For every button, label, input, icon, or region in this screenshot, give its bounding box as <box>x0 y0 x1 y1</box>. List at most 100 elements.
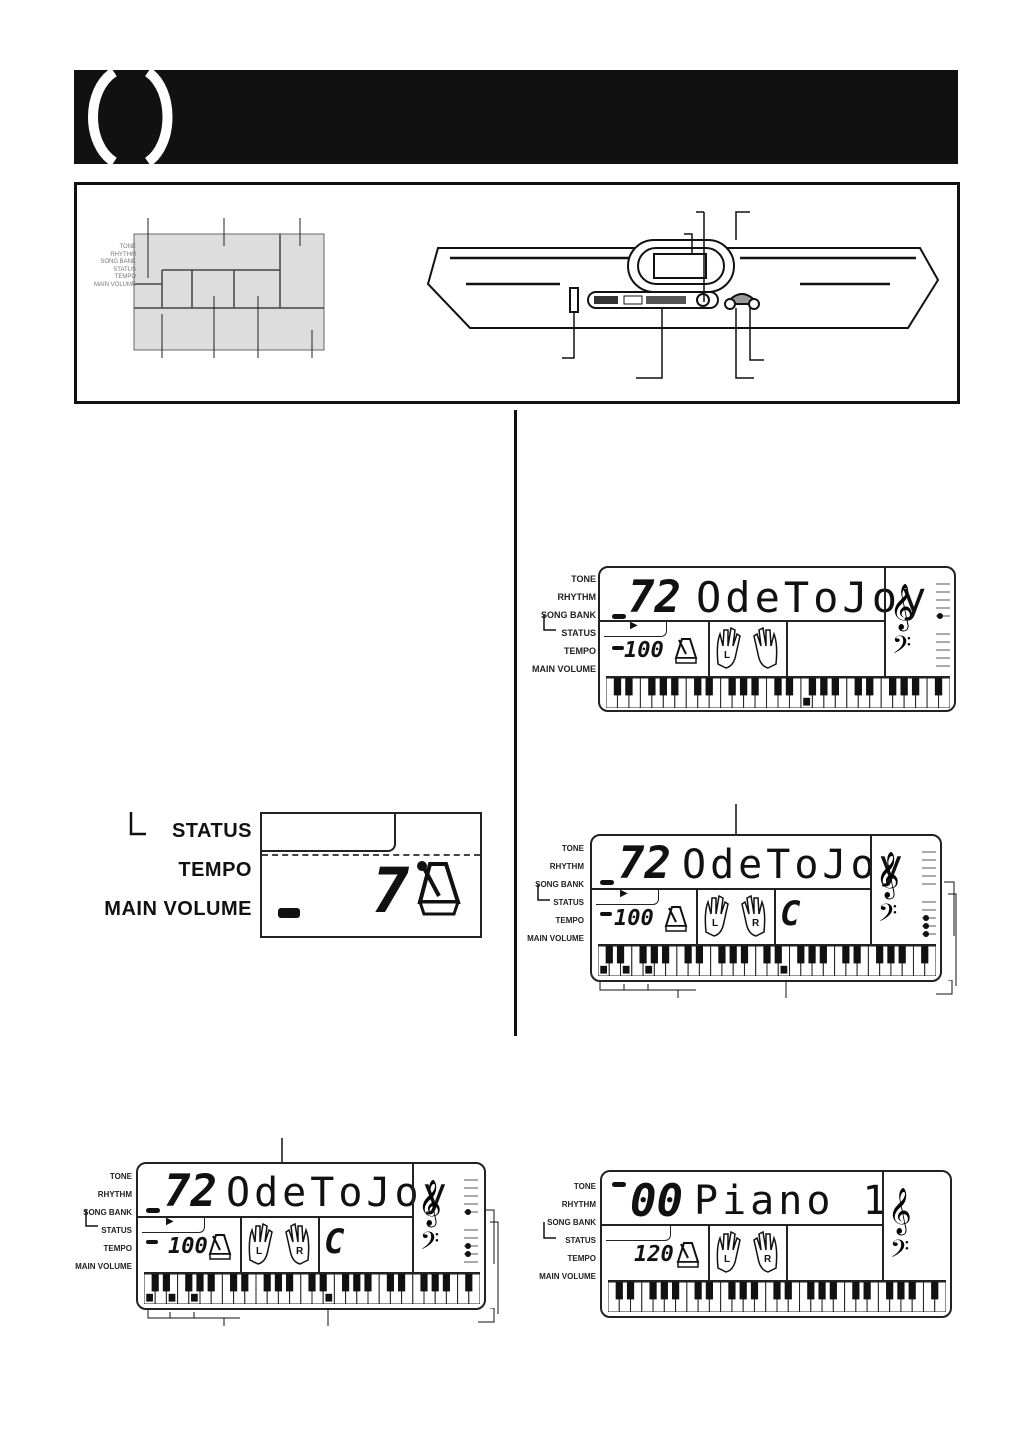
black-key <box>659 678 668 696</box>
display-2-labels: TONE RHYTHM SONG BANK STATUS TEMPO MAIN … <box>516 840 584 948</box>
diagram-label-main-volume: MAIN VOLUME <box>93 281 136 288</box>
row-divider <box>602 1224 882 1226</box>
black-key <box>866 678 874 696</box>
display-2-label-tone: TONE <box>561 844 584 853</box>
right-hand-label: R <box>752 918 760 929</box>
display-3-label-tempo: TEMPO <box>103 1244 132 1253</box>
black-key <box>185 1274 193 1292</box>
svg-text:𝄞: 𝄞 <box>890 584 914 632</box>
display-4-label-song-bank: SONG BANK <box>547 1218 596 1227</box>
song-number: 72 <box>628 572 681 623</box>
key-indicator <box>191 1293 198 1302</box>
black-key <box>900 678 908 696</box>
black-key <box>342 1274 350 1292</box>
diagram-label-status: STATUS <box>113 266 136 273</box>
song-number: 72 <box>164 1166 217 1217</box>
key-indicator <box>168 1293 176 1302</box>
black-key <box>605 946 613 964</box>
svg-text:𝄢: 𝄢 <box>892 631 911 666</box>
lcd-display-4: 00 Piano 1 120 L R 𝄞 𝄢 <box>600 1170 952 1318</box>
black-key <box>274 1274 282 1292</box>
minus-segment <box>612 614 626 619</box>
status-field <box>596 890 659 905</box>
display-4-status-bracket-icon <box>543 1222 556 1239</box>
status-field <box>604 622 667 637</box>
display-4-label-rhythm: RHYTHM <box>561 1200 596 1209</box>
svg-text:𝄞: 𝄞 <box>888 1188 912 1236</box>
diagram-label-rhythm: RHYTHM <box>110 251 136 258</box>
display-3-status-bracket-icon <box>85 1210 98 1227</box>
black-key <box>876 946 884 964</box>
black-key <box>934 678 943 696</box>
black-key <box>263 1274 271 1292</box>
display-2-label-main-volume: MAIN VOLUME <box>527 934 584 943</box>
key-indicator <box>146 1293 153 1302</box>
hands-icon <box>716 1230 778 1273</box>
status-detail-tempo-label: TEMPO <box>178 859 252 881</box>
lcd-diagram-labels: TONE RHYTHM SONG BANK STATUS TEMPO MAIN … <box>84 244 136 289</box>
hand-divider <box>708 620 710 676</box>
minus-segment <box>146 1208 160 1213</box>
svg-text:𝄢: 𝄢 <box>890 1235 909 1270</box>
black-key <box>207 1274 215 1292</box>
status-field <box>606 1226 671 1241</box>
staff-divider <box>882 1172 884 1280</box>
key-indicator <box>600 965 608 974</box>
black-key <box>888 678 897 696</box>
status-bracket-icon <box>129 812 146 836</box>
display-2-callout-lines <box>599 980 953 998</box>
display-4-label-tempo: TEMPO <box>567 1254 596 1263</box>
display-2-label-rhythm: RHYTHM <box>549 862 584 871</box>
key-indicator <box>325 1293 333 1302</box>
song-name: OdeToJoy <box>682 842 907 888</box>
tempo-minus-segment <box>612 646 624 650</box>
hand-divider <box>240 1216 242 1272</box>
status-detail-volume-label: MAIN VOLUME <box>104 898 252 920</box>
black-key <box>785 678 794 696</box>
display-1-labels: TONE RHYTHM SONG BANK STATUS TEMPO MAIN … <box>520 570 596 678</box>
black-key <box>398 1274 406 1292</box>
key-indicator <box>645 965 653 974</box>
black-key <box>797 946 805 964</box>
black-key <box>694 678 702 696</box>
black-key <box>818 1282 826 1300</box>
chord-divider <box>786 620 788 676</box>
hands-icon <box>704 894 766 937</box>
right-hand-label: R <box>296 1246 304 1257</box>
black-key <box>660 1282 668 1300</box>
plus-minus-segment <box>612 1182 626 1187</box>
metronome-icon <box>664 906 688 932</box>
black-key <box>151 1274 159 1292</box>
metronome-icon <box>676 1242 700 1268</box>
black-key <box>854 678 862 696</box>
black-key <box>241 1274 249 1292</box>
black-key <box>705 678 713 696</box>
black-key <box>626 1282 635 1300</box>
tempo-value: 100 <box>624 638 664 663</box>
header-bar <box>74 70 958 164</box>
black-key <box>728 1282 736 1300</box>
black-key <box>750 1282 759 1300</box>
black-key <box>465 1274 473 1292</box>
music-staff-icon: 𝄞 𝄢 <box>890 583 950 667</box>
lcd-display-3: 72 OdeToJoy ▶ 100 L R C 𝄞 𝄢 <box>136 1162 486 1310</box>
black-key <box>729 946 737 964</box>
play-icon: ▶ <box>630 620 638 631</box>
chord-name: C <box>780 894 801 934</box>
black-key <box>740 946 749 964</box>
black-key <box>739 678 748 696</box>
black-key <box>751 678 759 696</box>
black-key <box>420 1274 428 1292</box>
black-key <box>763 946 771 964</box>
overview-panel <box>74 182 960 404</box>
row-divider <box>138 1216 412 1218</box>
black-key <box>648 678 656 696</box>
keyboard-display <box>608 1280 946 1314</box>
black-key <box>773 1282 781 1300</box>
black-key <box>921 946 929 964</box>
song-number: 72 <box>618 838 671 889</box>
black-key <box>853 946 861 964</box>
chord-divider <box>318 1216 320 1272</box>
black-key <box>684 946 692 964</box>
black-key <box>162 1274 170 1292</box>
